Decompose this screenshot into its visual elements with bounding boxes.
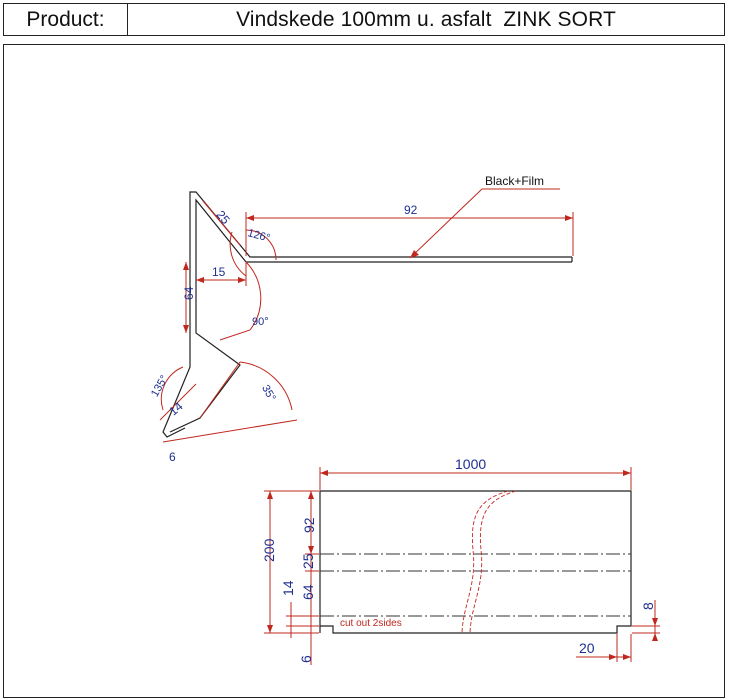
- angle-top: 126°: [246, 227, 271, 244]
- dim-segment-25: 25: [300, 553, 316, 569]
- flat-dim-lines: [264, 467, 660, 665]
- bend-lines: [320, 553, 631, 617]
- dim-segment-64: 64: [300, 584, 316, 600]
- dim-top-flange: 92: [404, 203, 418, 217]
- dim-segment-92: 92: [301, 517, 317, 533]
- dim-hem: 6: [169, 450, 176, 464]
- dim-slant: 25: [213, 208, 233, 227]
- product-name: Vindskede 100mm u. asfalt ZINK SORT: [236, 7, 616, 31]
- product-label: Product:: [4, 4, 128, 35]
- cutout-note: cut out 2sides: [340, 618, 402, 629]
- profile-section: Black+Film 92 25 126° 15 64 90° 135° 35°…: [149, 174, 574, 464]
- dim-length: 1000: [455, 456, 486, 472]
- profile-dim-lines: [159, 188, 574, 443]
- coating-annotation: Black+Film: [485, 174, 544, 188]
- angle-corner: 90°: [252, 316, 269, 328]
- dim-vertical: 64: [182, 286, 196, 300]
- dim-lower-slant: 14: [166, 399, 185, 419]
- dim-segment-6: 6: [298, 655, 314, 663]
- product-header: Product: Vindskede 100mm u. asfalt ZINK …: [3, 3, 725, 36]
- angle-lower-right: 35°: [259, 383, 278, 403]
- dim-inner-width: 15: [212, 265, 226, 279]
- dim-notch-width: 20: [579, 640, 595, 656]
- flat-outline: [319, 490, 632, 634]
- flat-pattern: 1000 200 92 25 64 14 6 cut out 2sides 20…: [261, 456, 660, 665]
- angle-lower-left: 135°: [149, 373, 171, 399]
- break-lines: [461, 490, 517, 634]
- profile-outline: [162, 191, 573, 438]
- dim-notch-height: 8: [640, 602, 656, 610]
- profile-arrowheads: [183, 215, 573, 333]
- dim-segment-14: 14: [280, 580, 296, 596]
- flat-arrowheads: [267, 470, 658, 660]
- drawing-frame: [3, 44, 725, 698]
- dim-total-width: 200: [261, 538, 277, 562]
